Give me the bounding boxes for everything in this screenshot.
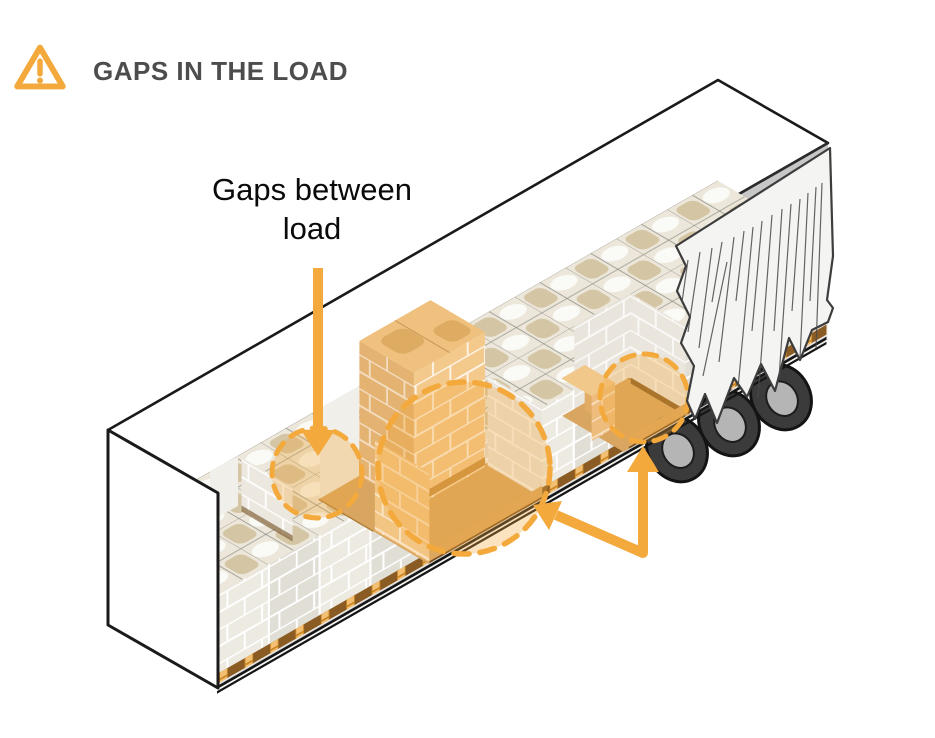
gap-highlight-circles (269, 351, 691, 557)
arrow-down (301, 268, 335, 456)
callout-line2: load (283, 211, 342, 246)
curtain-folds (681, 182, 823, 399)
highlight-circle-middle (378, 382, 550, 554)
callout-line1: Gaps between (212, 172, 412, 207)
highlight-circle-right (600, 354, 688, 442)
warning-exclamation-dot (36, 77, 44, 84)
curtain-fabric (674, 146, 835, 425)
rear-curtain (674, 146, 835, 425)
trailer-wheels (645, 362, 813, 484)
dashed-circle-middle (375, 379, 553, 557)
highlight-circle-left (272, 428, 362, 518)
arrow-elbow (533, 446, 659, 558)
gap-right-graphics (561, 293, 692, 453)
page-title: GAPS IN THE LOAD (93, 56, 349, 86)
callout-arrows (301, 268, 659, 558)
warning-triangle-icon (14, 44, 66, 90)
trailer-front-end-face (106, 428, 220, 690)
callout-label: Gaps between load (212, 172, 412, 246)
